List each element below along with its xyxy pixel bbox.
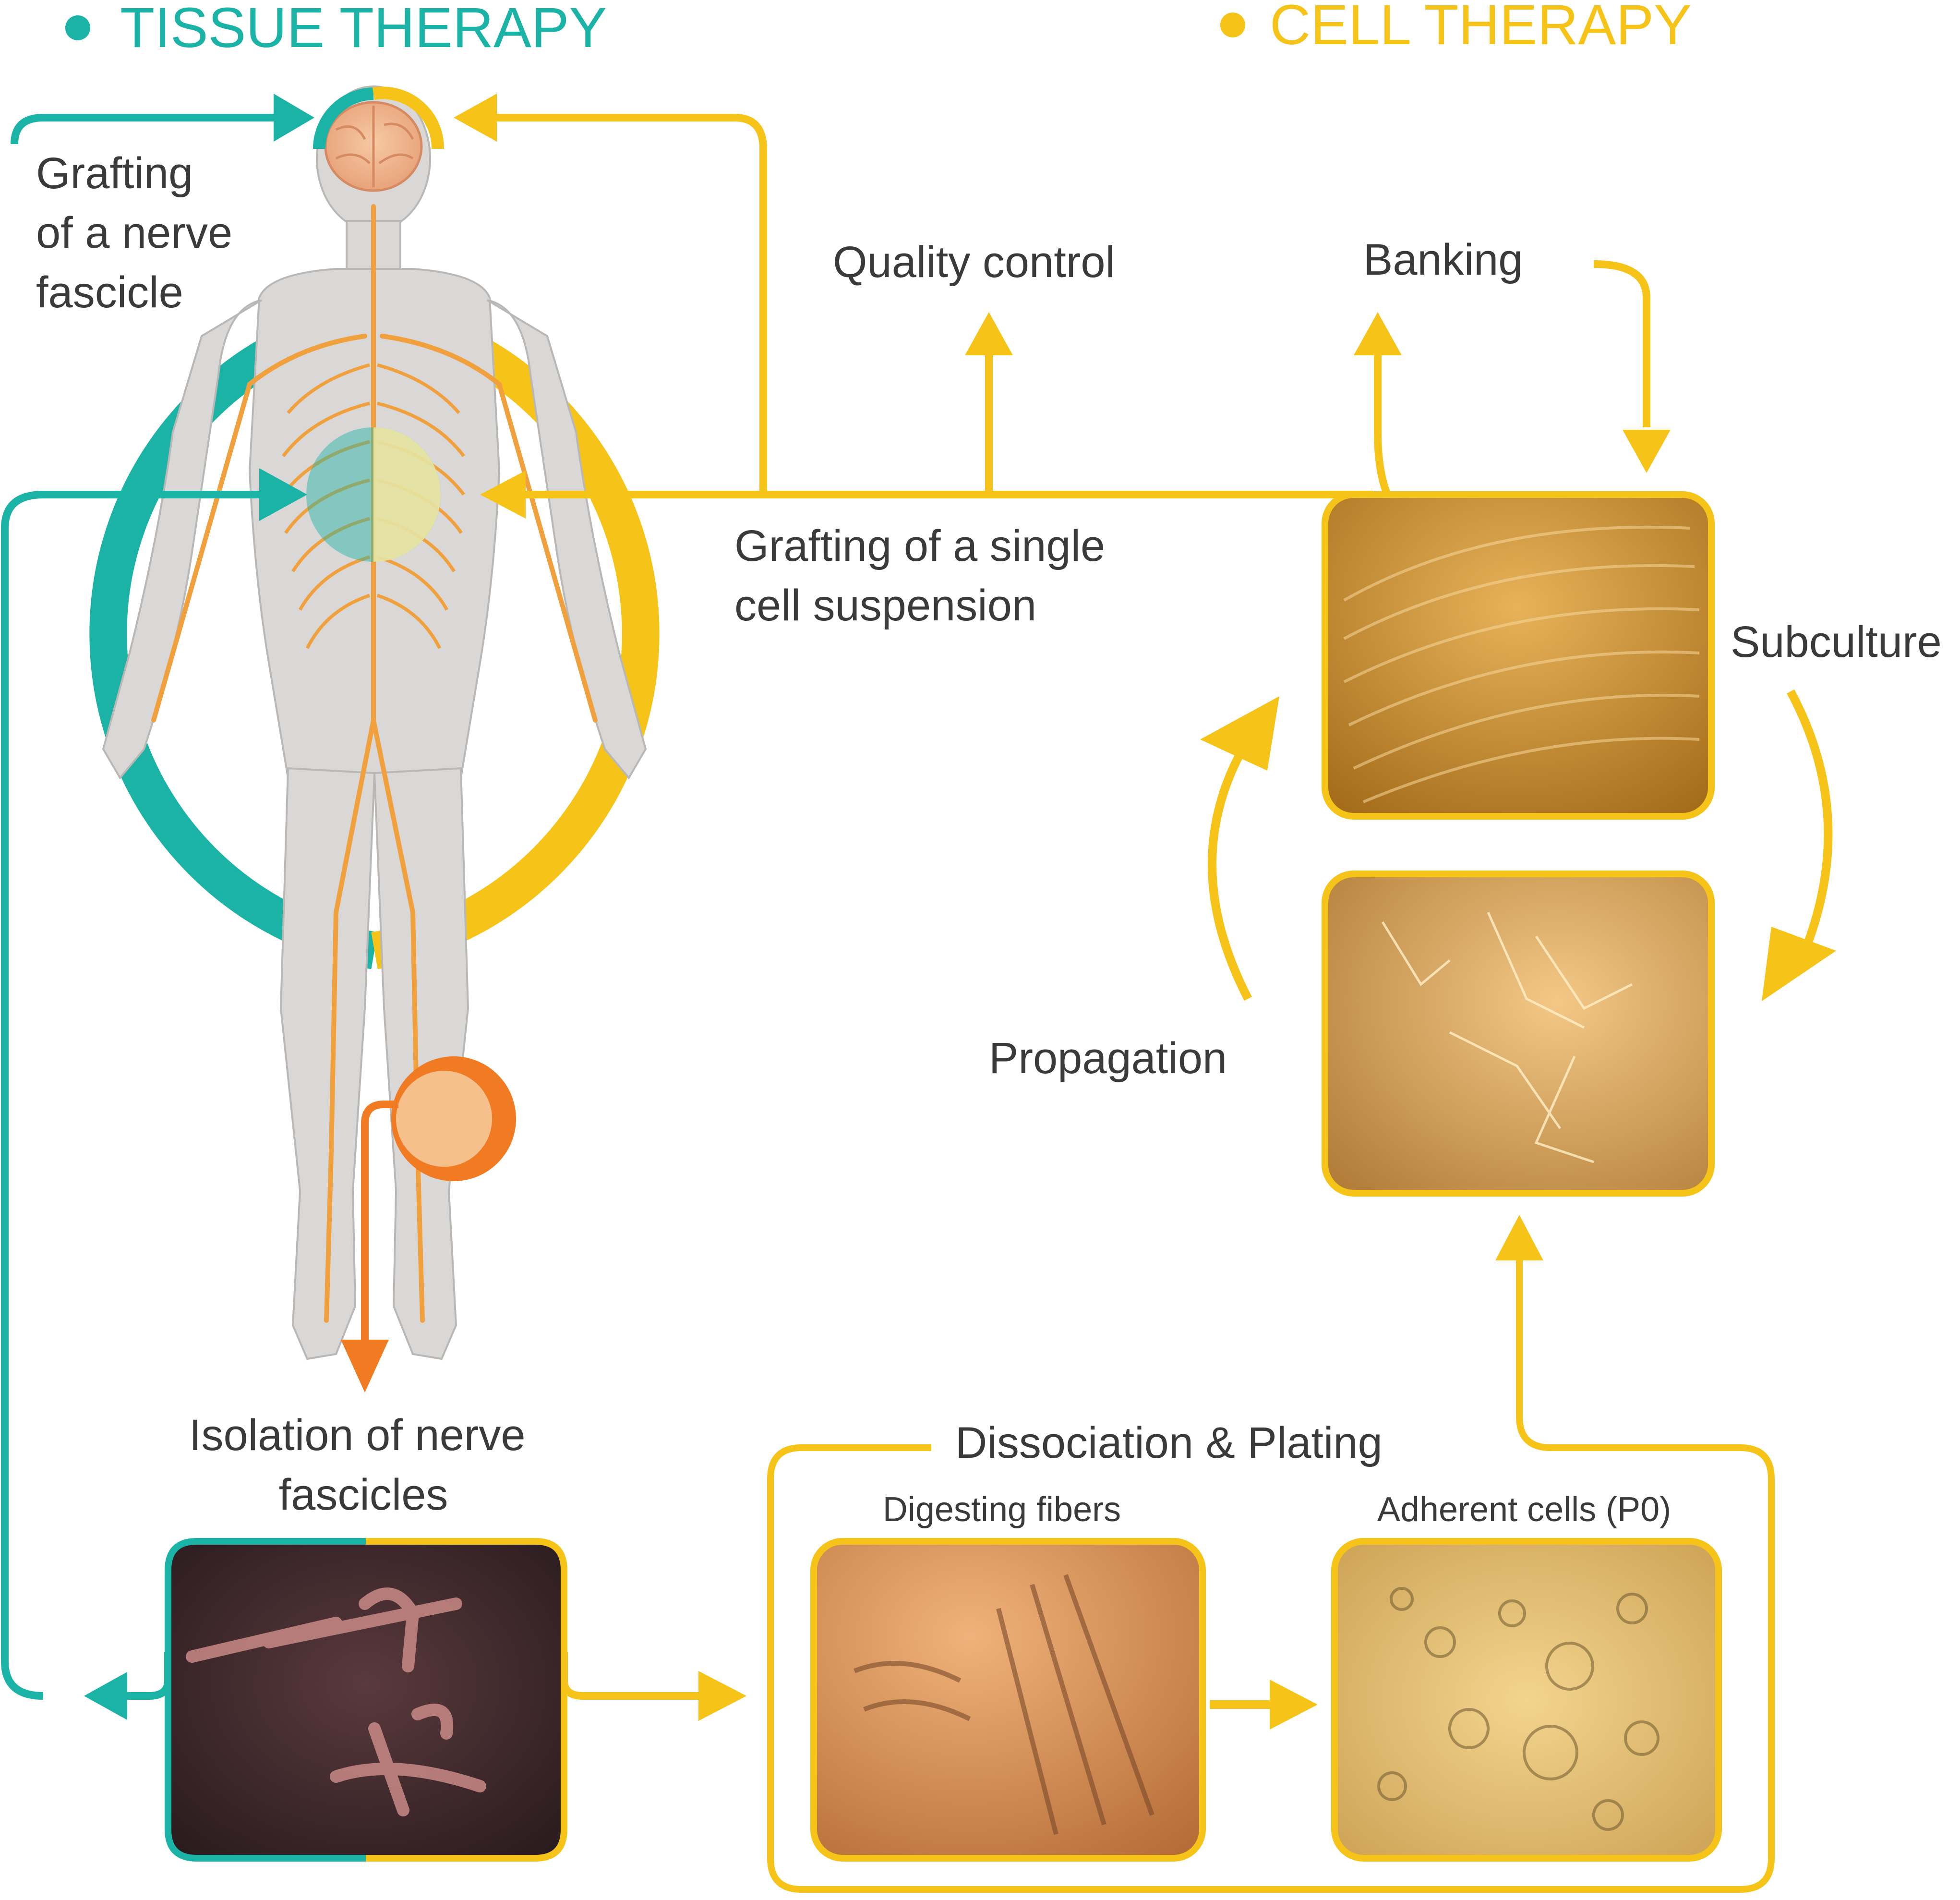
tissue-therapy-header: TISSUE THERAPY — [65, 0, 607, 60]
dissociation-up-arrowhead — [1495, 1215, 1543, 1260]
brain-icon — [324, 101, 423, 192]
fascicle-to-dissociation-arrowhead — [698, 1671, 746, 1721]
tissue-head-arrowhead — [274, 94, 314, 142]
head-ring-cell — [372, 86, 445, 149]
tissue-graft-head-arrow — [11, 114, 288, 145]
tissue-therapy-title: TISSUE THERAPY — [120, 0, 607, 60]
digesting-fibers-label: Digesting fibers — [883, 1490, 1121, 1529]
quality-control-arrowhead — [965, 312, 1013, 355]
fascicle-to-dissociation-line — [560, 1652, 701, 1700]
digesting-to-adherent-arrowhead — [1270, 1680, 1318, 1730]
cell-chest-arrowhead — [480, 471, 526, 519]
head-ring-tissue — [313, 87, 374, 149]
propagation-photo — [1322, 871, 1715, 1197]
human-nervous-system-icon — [102, 85, 647, 1360]
fascicle-photo-border-tissue — [165, 1538, 366, 1862]
cell-bullet-icon — [1220, 12, 1245, 37]
tissue-chest-arrowhead — [259, 468, 307, 521]
subculture-arrowhead — [1762, 927, 1836, 1001]
cell-graft-lines — [490, 114, 1650, 498]
harvest-site-highlight — [396, 1071, 492, 1167]
quality-control-label: Quality control — [833, 238, 1115, 287]
dissociation-label: Dissociation & Plating — [955, 1418, 1383, 1467]
subculture-label: Subculture — [1731, 617, 1942, 666]
propagation-arrowhead — [1200, 696, 1279, 771]
banking-down-arrowhead — [1623, 430, 1671, 473]
adherent-cells-photo — [1331, 1538, 1722, 1862]
cell-therapy-header: CELL THERAPY — [1220, 0, 1692, 57]
cell-head-arrowhead — [454, 94, 497, 142]
digesting-fibers-photo — [810, 1538, 1206, 1862]
adherent-cells-label: Adherent cells (P0) — [1377, 1490, 1671, 1529]
propagation-arrow — [1208, 737, 1252, 1001]
isolation-label: Isolation of nerve fascicles — [189, 1411, 538, 1519]
chest-target-cell — [373, 427, 441, 562]
therapy-ring — [89, 298, 660, 969]
grafting-fascicle-label: Grafting of a nerve fascicle — [36, 149, 245, 317]
grafting-suspension-label: Grafting of a single cell suspension — [734, 521, 1118, 630]
fascicle-photo-border-cell — [366, 1538, 567, 1862]
subculture-arrow — [1787, 689, 1833, 953]
dissociation-frame — [767, 1248, 1775, 1893]
tissue-ring-arc — [89, 298, 378, 969]
tissue-bullet-icon — [65, 15, 90, 40]
harvest-arrow — [361, 1101, 398, 1344]
banking-up-arrowhead — [1354, 312, 1402, 355]
harvest-arrowhead — [341, 1340, 389, 1392]
propagation-label: Propagation — [989, 1034, 1227, 1083]
fascicle-photo — [165, 1538, 567, 1862]
cell-therapy-title: CELL THERAPY — [1270, 0, 1692, 57]
cell-ring-arc — [371, 298, 660, 969]
tissue-left-arrowhead — [84, 1672, 127, 1720]
banking-label: Banking — [1363, 235, 1523, 284]
subculture-photo — [1322, 491, 1715, 820]
